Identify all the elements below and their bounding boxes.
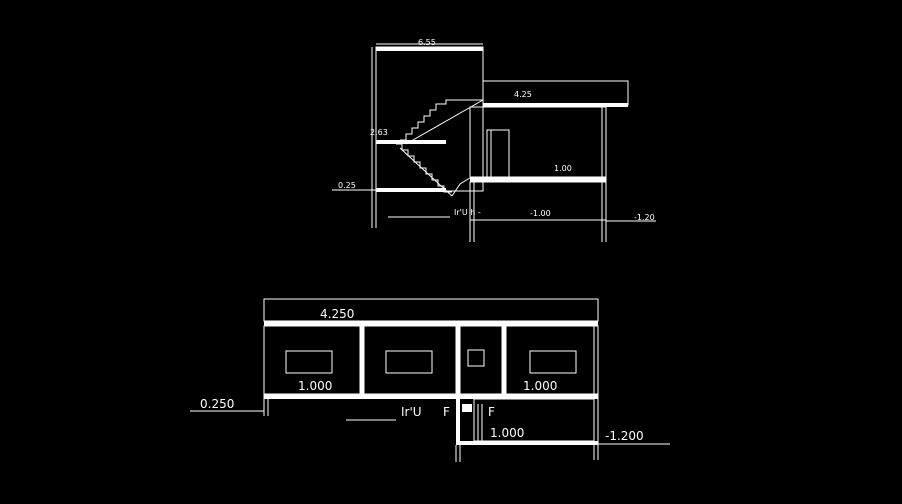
- top-right-floor-slab: [470, 177, 606, 182]
- top-ground-slab: [376, 188, 446, 192]
- top-right-room: [469, 106, 607, 178]
- bottom-room-2: [363, 325, 457, 395]
- top-door: [486, 129, 510, 178]
- top-roof-slab: [376, 47, 483, 51]
- top-section: 6.55 4.25 2.63 0.25 1.00 -1.00 -1.20 Ir'…: [332, 38, 656, 242]
- dim-floor-right: 1.000: [523, 379, 557, 393]
- bottom-lower-slab: [456, 441, 598, 445]
- bottom-roof-slab: [264, 321, 598, 326]
- dim-roof-right: 4.25: [514, 90, 532, 99]
- top-mid-floor-slab: [376, 140, 446, 144]
- dim-bottom-level-left: 0.250: [200, 397, 234, 411]
- window-2: [385, 350, 433, 374]
- bottom-mark-2: F: [488, 405, 495, 419]
- dim-lower-right: -1.20: [634, 213, 655, 222]
- bottom-section: 4.250 0.250 1.000 1.000 1.000 -1.200 Ir'…: [190, 298, 670, 462]
- top-caption: Ir'U h -: [454, 208, 481, 217]
- top-left-hatched-block: [375, 46, 484, 192]
- top-right-roof-slab: [483, 103, 628, 107]
- dim-bottom-lower-mid: 1.000: [490, 426, 524, 440]
- dim-level-left: 0.25: [338, 181, 356, 190]
- dim-stair-mid: 2.63: [370, 128, 388, 137]
- top-right-roof-block: [482, 80, 629, 106]
- dim-lower-mid: -1.00: [530, 209, 551, 218]
- window-4: [529, 350, 577, 374]
- dim-roof: 4.250: [320, 307, 354, 321]
- window-1: [285, 350, 333, 374]
- bottom-caption: Ir'U: [401, 405, 422, 419]
- window-3: [467, 349, 485, 367]
- dim-floor-left: 1.000: [298, 379, 332, 393]
- bottom-floor-slab: [264, 394, 598, 399]
- dim-bottom-lower-right: -1.200: [605, 429, 644, 443]
- bottom-mark-1: F: [443, 405, 450, 419]
- dim-inner-right: 1.00: [554, 164, 572, 173]
- bottom-roof-block: [263, 298, 599, 322]
- dim-top-width: 6.55: [418, 38, 436, 47]
- bottom-room-3: [459, 325, 503, 395]
- top-staircase: [396, 99, 484, 197]
